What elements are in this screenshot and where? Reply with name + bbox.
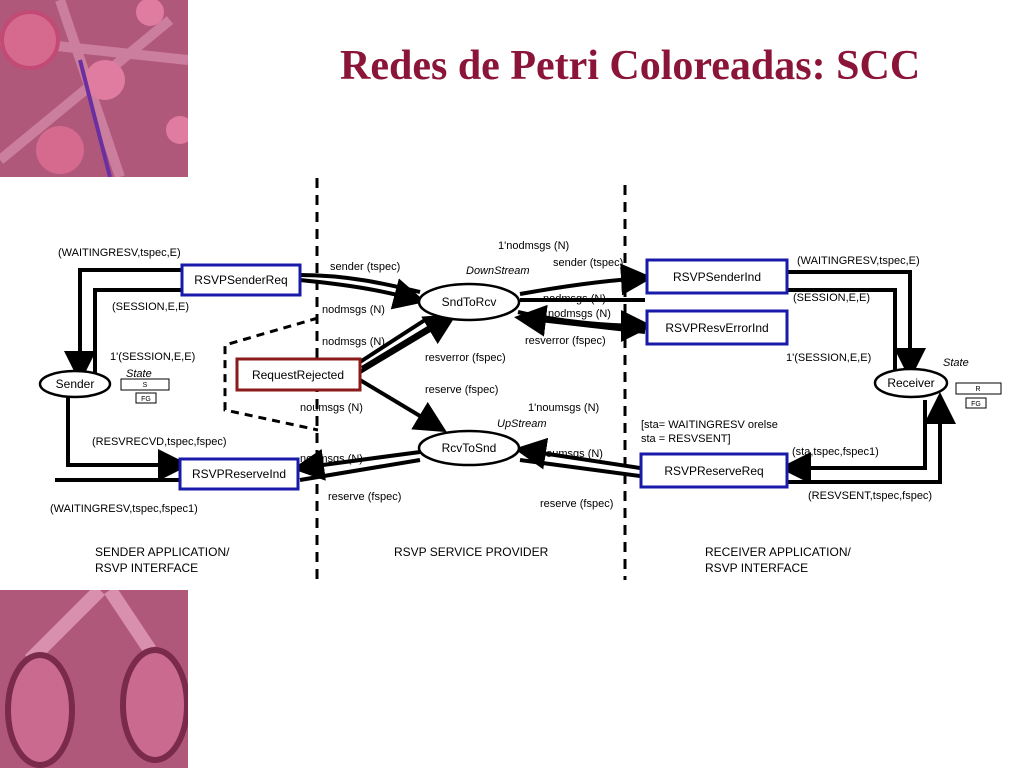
arc-label: [sta= WAITINGRESV orelse <box>641 419 778 431</box>
arc-label: resverror (fspec) <box>525 335 606 347</box>
arc-sender-to-reserveind <box>66 395 190 481</box>
place-sender: Sender <box>38 369 112 399</box>
arc-reqrej-to-sndtorcv <box>358 313 457 374</box>
arc-sndtorcv-to-reqrej <box>358 316 430 364</box>
arc-label: (RESVSENT,tspec,fspec) <box>808 490 932 502</box>
svg-text:RSVPReserveReq: RSVPReserveReq <box>664 464 763 478</box>
transition-rsvp-reserve-req: RSVPReserveReq <box>639 452 789 489</box>
svg-text:RSVPResvErrorInd: RSVPResvErrorInd <box>665 321 768 335</box>
arc-label: (RESVRECVD,tspec,fspec) <box>92 436 226 448</box>
place-receiver: Receiver <box>873 367 949 399</box>
arc-label: reserve (fspec) <box>540 498 613 510</box>
svg-text:SndToRcv: SndToRcv <box>442 295 497 309</box>
arc-label: sender (tspec) <box>330 261 400 273</box>
svg-text:RSVPSenderReq: RSVPSenderReq <box>194 273 287 287</box>
arc-label: 1'nodmsgs (N) <box>498 240 569 252</box>
transition-rsvp-sender-req: RSVPSenderReq <box>180 263 302 297</box>
arc-label: noumsgs (N) <box>540 448 603 460</box>
section-label-receiver: RECEIVER APPLICATION/ <box>705 545 851 559</box>
svg-text:R: R <box>975 386 980 393</box>
arc-label: sta = RESVSENT] <box>641 433 731 445</box>
transition-rsvp-reserve-ind: RSVPReserveInd <box>178 457 300 491</box>
place-snd-to-rcv: SndToRcv <box>417 282 521 322</box>
arc-label: (WAITINGRESV,tspec,fspec1) <box>50 503 198 515</box>
arc-label: nodmsgs (N) <box>543 293 606 305</box>
arc-label: reserve (fspec) <box>425 384 498 396</box>
arc-sndtorcv-to-senderind <box>519 263 653 296</box>
arc-reservereq-to-rcvtosnd <box>514 437 641 470</box>
arc-label: (SESSION,E,E) <box>112 301 189 313</box>
svg-text:RequestRejected: RequestRejected <box>252 368 344 382</box>
arc-label: (SESSION,E,E) <box>793 292 870 304</box>
arc-label: DownStream <box>466 265 530 277</box>
svg-text:State: State <box>943 357 969 369</box>
separator-bump <box>223 316 319 432</box>
arc-label: (WAITINGRESV,tspec,E) <box>797 255 920 267</box>
arc-label: UpStream <box>497 418 547 430</box>
decorative-image-bottom <box>0 590 188 768</box>
decorative-image-top <box>0 0 188 177</box>
arc-label: resverror (fspec) <box>425 352 506 364</box>
arc-label: (sta,tspec,fspec1) <box>792 446 879 458</box>
page-title: Redes de Petri Coloreadas: SCC <box>340 43 921 89</box>
section-label-sender: RSVP INTERFACE <box>95 561 198 575</box>
arc-label: (WAITINGRESV,tspec,E) <box>58 247 181 259</box>
arc-label: reserve (fspec) <box>328 491 401 503</box>
arc-senderind-to-receiver <box>787 270 926 380</box>
svg-text:FG: FG <box>971 401 981 408</box>
section-label-receiver: RSVP INTERFACE <box>705 561 808 575</box>
arc-senderreq-to-sender <box>64 268 182 383</box>
transition-rsvp-sender-ind: RSVPSenderInd <box>645 258 789 295</box>
arc-reqrej-to-rcvtosnd <box>358 378 447 433</box>
arcs <box>55 263 956 484</box>
svg-text:Receiver: Receiver <box>887 376 934 390</box>
section-label-sender: SENDER APPLICATION/ <box>95 545 230 559</box>
arc-label: 1'noumsgs (N) <box>528 402 599 414</box>
arc-sender-to-senderreq <box>93 288 182 375</box>
state-left: State S FG <box>120 368 170 404</box>
transition-request-rejected: RequestRejected <box>235 357 362 392</box>
svg-text:RSVPReserveInd: RSVPReserveInd <box>192 467 286 481</box>
svg-text:S: S <box>143 382 148 389</box>
arc-rcvtosnd-to-reserveind <box>292 448 421 481</box>
place-rcv-to-snd: RcvToSnd <box>417 429 521 467</box>
transition-rsvp-resv-error-ind: RSVPResvErrorInd <box>645 309 789 346</box>
arc-label: noumsgs (N) <box>300 402 363 414</box>
arc-label: nodmsgs (N) <box>322 336 385 348</box>
arc-label: 1'(SESSION,E,E) <box>786 352 871 364</box>
arc-label: 1'(SESSION,E,E) <box>110 351 195 363</box>
arc-label: sender (tspec) <box>553 257 623 269</box>
arc-senderreq-to-sndtorcv <box>299 278 426 310</box>
svg-text:RSVPSenderInd: RSVPSenderInd <box>673 270 761 284</box>
svg-text:Sender: Sender <box>56 377 95 391</box>
svg-text:State: State <box>126 368 152 380</box>
svg-text:FG: FG <box>141 396 151 403</box>
section-label-provider: RSVP SERVICE PROVIDER <box>394 545 549 559</box>
arc-label: noumsgs (N) <box>300 453 363 465</box>
arc-label: nodmsgs (N) <box>322 304 385 316</box>
svg-text:RcvToSnd: RcvToSnd <box>442 441 497 455</box>
arc-label: nodmsgs (N) <box>548 308 611 320</box>
state-right: State R FG <box>943 357 1002 409</box>
